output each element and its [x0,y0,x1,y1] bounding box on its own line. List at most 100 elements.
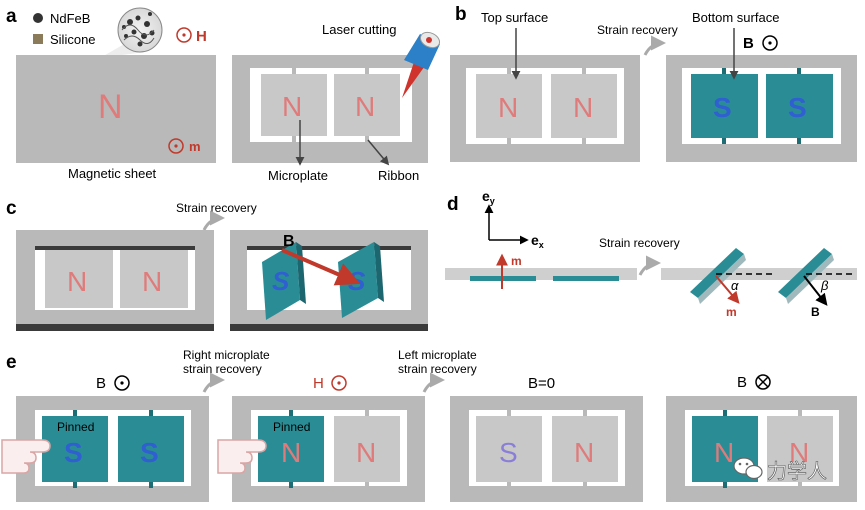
top-surface-label: Top surface [481,10,548,25]
plate-pole-n: N [498,92,518,123]
sheet-pole-n: N [98,88,123,126]
panel-label-e: e [6,352,17,373]
panel-label-a: a [6,6,17,27]
panel-a: a NdFeB Silicone H N m Magnetic sheet [6,6,441,183]
plate-pole-n: N [281,437,301,468]
microplate-left-teal [258,416,324,482]
b-vector-arrow [803,275,828,306]
microplate-left [261,74,327,136]
b-field-label: B [743,35,754,52]
dot-in-circle-icon [168,138,184,154]
recovery-arrow-icon [202,372,225,393]
b-field-label: B [737,374,747,391]
beta-label: β [820,278,829,293]
microplate-right [551,74,617,138]
strain-recovery-label: Strain recovery [597,23,678,37]
panel-d: d ey ex Strain recovery m α m β B [445,188,857,319]
microplate-right [334,416,400,482]
tilted-plate-alpha [690,248,744,298]
pinned-label: Pinned [273,420,310,434]
microplate-left-teal [42,416,108,482]
microplate-right [120,250,188,308]
panel-label-d: d [447,194,459,215]
panel-b: b Top surface Bottom surface Strain reco… [450,4,857,162]
dot-in-circle-icon [762,35,778,51]
strain-recovery-label: Strain recovery [176,201,257,215]
microstructure-zoom-icon [117,7,163,53]
sheet-caption: Magnetic sheet [68,166,157,181]
dot-in-circle-icon [114,375,130,391]
recovery-arrow-icon [643,35,666,56]
recovery-arrow-icon [422,372,445,393]
microplate-left [45,250,113,308]
alpha-label: α [731,278,739,293]
m-label: m [511,254,522,268]
microplate-right-teal [118,416,184,482]
plate-pole-s: S [64,437,83,468]
b-zero-label: B=0 [528,375,555,392]
microplate-right [552,416,618,482]
plate-pole-s: S [788,92,807,123]
plate-pole-n: N [67,266,87,297]
plate-pole-n: N [355,91,375,122]
plate-pole-s: S [713,92,732,123]
pointing-hand-icon [217,439,267,474]
plate-pole-n: N [282,91,302,122]
particle-cluster-icon [121,12,155,47]
plate-pole-n: N [356,437,376,468]
ribbon-label: Ribbon [378,168,419,183]
b-field-label: B [96,375,106,392]
microplate-left [476,74,542,138]
h-field-label: H [313,375,324,392]
b-field-label: B [283,233,295,250]
pinned-label: Pinned [57,420,94,434]
plate-pole-s: S [272,266,290,296]
cross-in-circle-icon [755,374,771,390]
strain-recovery-label: Strain recovery [599,236,680,250]
ex-label: ex [531,232,544,250]
left-recovery-label-1: Left microplate [398,348,477,362]
panel-label-c: c [6,198,17,219]
bottom-surface-label: Bottom surface [692,10,779,25]
microplate-right-teal [766,74,833,138]
right-recovery-label-2: strain recovery [183,362,262,376]
silicone-square-icon [33,34,43,44]
plate-pole-s: S [499,437,518,468]
watermark-text: 力学人 [767,460,827,483]
dot-in-circle-icon [331,375,347,391]
right-recovery-label-1: Right microplate [183,348,270,362]
plate-pole-n: N [142,266,162,297]
recovery-arrow-icon [638,255,661,276]
b-field-label: B [811,305,820,319]
ey-label: ey [482,188,495,206]
m-vector-tilted-arrow [715,275,740,304]
microplate-right [767,416,833,482]
b-field-arrow [281,248,361,286]
plate-pole-s: S [140,437,159,468]
recovery-arrow-icon [202,210,225,231]
microplate-left [476,416,542,482]
plate-pole-n: N [573,92,593,123]
microplate-right [334,74,400,136]
microplate-label: Microplate [268,168,328,183]
m-label: m [189,139,201,154]
panel-e: e B H B=0 B Right microplate strain reco… [1,348,857,502]
plate-pole-n: N [714,437,734,468]
plate-pole-n: N [574,437,594,468]
wechat-logo-icon [733,457,763,480]
pointing-hand-icon [1,439,51,474]
ndfeb-dot-icon [33,13,43,23]
legend-silicone: Silicone [50,32,96,47]
ribbon-leader-arrow [367,139,390,166]
laser-cutting-label: Laser cutting [322,22,396,37]
panel-label-b: b [455,4,467,25]
dot-in-circle-icon [176,27,192,43]
laser-head-icon [402,31,441,98]
h-field-label: H [196,28,207,45]
left-recovery-label-2: strain recovery [398,362,477,376]
m-label: m [726,305,737,319]
microplate-left-teal [691,74,758,138]
legend-ndfeb: NdFeB [50,11,90,26]
tilted-plate-beta [778,248,832,298]
